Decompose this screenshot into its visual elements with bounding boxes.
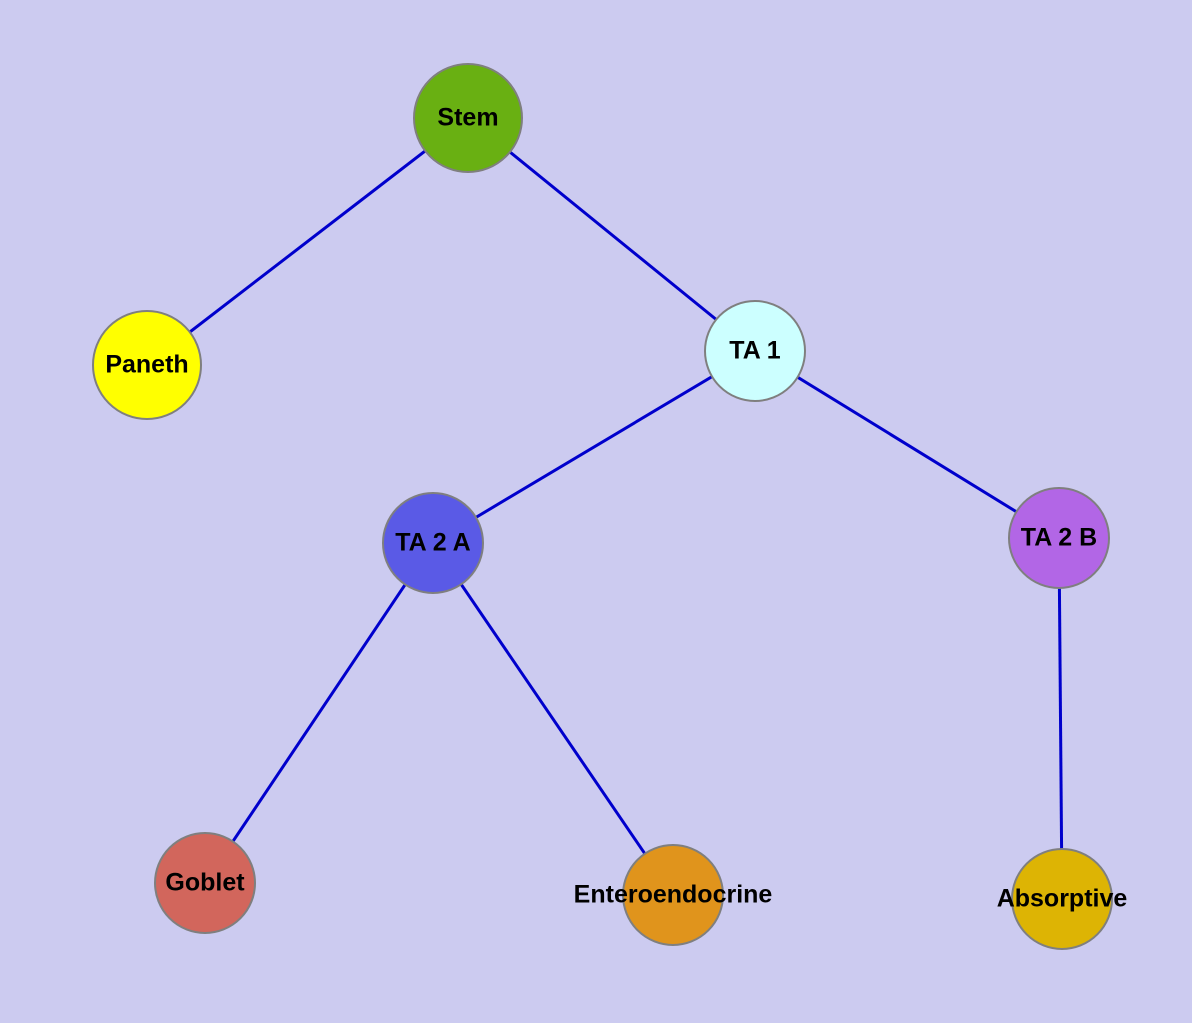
edge-ta1-ta2b [754, 349, 1060, 540]
node-paneth[interactable] [92, 310, 202, 420]
node-goblet[interactable] [154, 832, 256, 934]
edge-stem-paneth [146, 116, 469, 367]
edge-ta2a-goblet [203, 542, 435, 884]
node-ta2b[interactable] [1008, 487, 1110, 589]
node-enteroendocrine[interactable] [622, 844, 724, 946]
node-ta1[interactable] [704, 300, 806, 402]
node-absorptive[interactable] [1011, 848, 1113, 950]
edge-ta2a-enteroendocrine [431, 542, 675, 896]
edge-ta1-ta2a [432, 349, 756, 545]
node-stem[interactable] [413, 63, 523, 173]
node-ta2a[interactable] [382, 492, 484, 594]
edge-ta2b-absorptive [1057, 537, 1064, 900]
edge-stem-ta1 [467, 116, 756, 353]
